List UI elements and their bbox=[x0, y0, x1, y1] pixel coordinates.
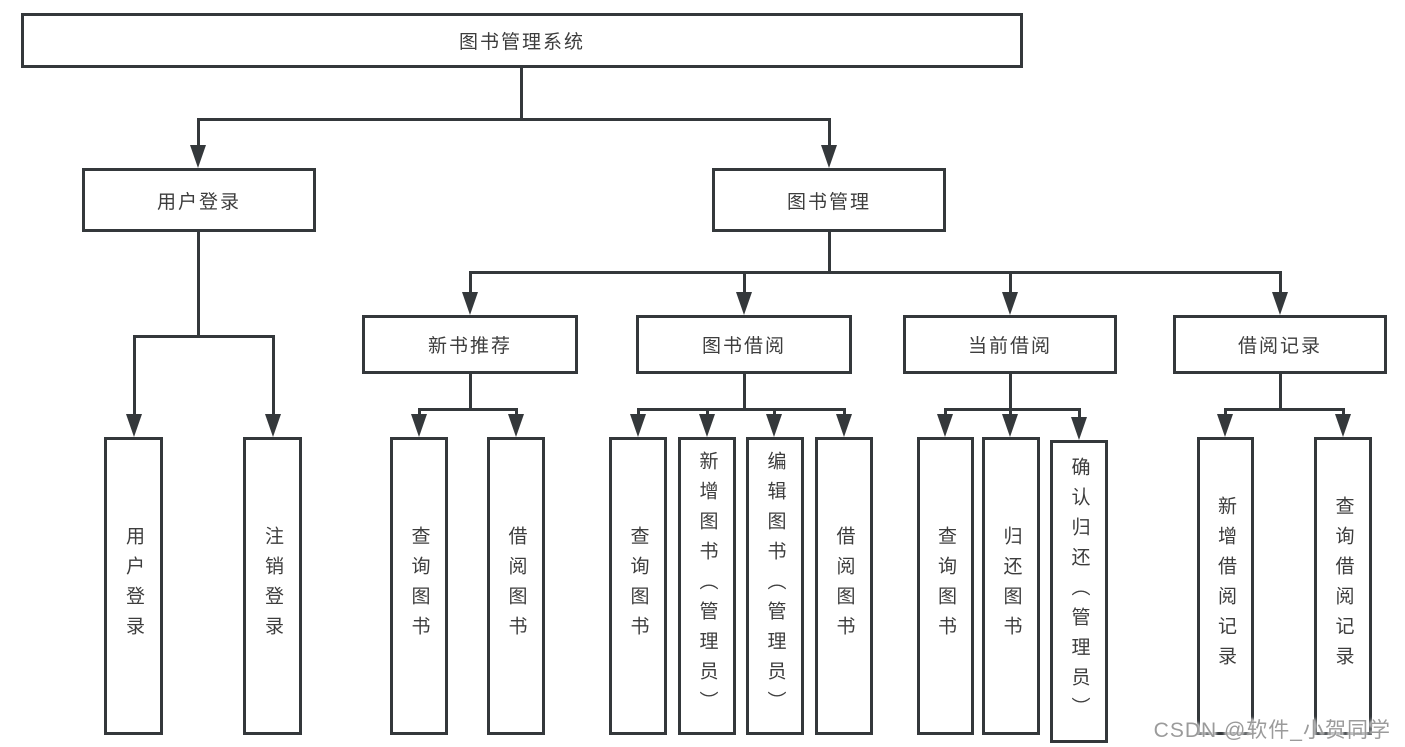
arrowhead-down-icon bbox=[821, 145, 837, 168]
node-borrowing-records: 借阅记录 bbox=[1173, 315, 1387, 374]
node-bb-query-books: 查询图书 bbox=[609, 437, 667, 735]
node-label: 用户登录 bbox=[123, 526, 144, 646]
arrowhead-down-icon bbox=[462, 292, 478, 315]
arrowhead-down-icon bbox=[699, 414, 715, 437]
node-book-mgmt-module: 图书管理 bbox=[712, 168, 946, 232]
node-br-add-record: 新增借阅记录 bbox=[1197, 437, 1254, 735]
node-label: 当前借阅 bbox=[967, 336, 1052, 357]
connector-drop bbox=[1009, 271, 1012, 305]
connector-bar bbox=[418, 408, 518, 411]
connector-bar bbox=[469, 271, 1282, 274]
node-label: 归还图书 bbox=[1000, 526, 1022, 646]
connector-drop bbox=[1279, 271, 1282, 305]
connector-drop bbox=[469, 271, 472, 305]
node-bb-add-book-admin: 新增图书（管理员） bbox=[678, 437, 736, 735]
node-new-book-rec: 新书推荐 bbox=[362, 315, 578, 374]
connector-bar bbox=[133, 335, 275, 338]
arrowhead-down-icon bbox=[630, 414, 646, 437]
arrowhead-down-icon bbox=[1071, 417, 1087, 440]
node-label: 确认归还（管理员） bbox=[1068, 456, 1090, 727]
arrowhead-down-icon bbox=[126, 414, 142, 437]
node-user-login-module: 用户登录 bbox=[82, 168, 316, 232]
csdn-watermark: CSDN @软件_小贺同学 bbox=[1153, 719, 1391, 742]
node-rec-query-books: 查询图书 bbox=[390, 437, 448, 735]
node-label: 图书管理系统 bbox=[458, 32, 585, 53]
node-logout: 注销登录 bbox=[243, 437, 302, 735]
node-book-borrowing: 图书借阅 bbox=[636, 315, 852, 374]
node-label: 图书管理 bbox=[786, 191, 871, 213]
node-bb-edit-book-admin: 编辑图书（管理员） bbox=[746, 437, 804, 735]
node-label: 新增图书（管理员） bbox=[696, 451, 718, 721]
arrowhead-down-icon bbox=[508, 414, 524, 437]
node-label: 查询借阅记录 bbox=[1332, 496, 1354, 676]
connector-stem bbox=[1009, 374, 1012, 410]
arrowhead-down-icon bbox=[1272, 292, 1288, 315]
node-label: 借阅记录 bbox=[1237, 336, 1322, 357]
arrowhead-down-icon bbox=[1002, 414, 1018, 437]
arrowhead-down-icon bbox=[265, 414, 281, 437]
node-root: 图书管理系统 bbox=[21, 13, 1023, 68]
node-cb-confirm-return-admin: 确认归还（管理员） bbox=[1050, 440, 1108, 743]
connector-bar bbox=[197, 118, 831, 121]
arrowhead-down-icon bbox=[411, 414, 427, 437]
node-bb-borrow-books: 借阅图书 bbox=[815, 437, 873, 735]
node-label: 新增借阅记录 bbox=[1215, 496, 1236, 676]
node-label: 查询图书 bbox=[408, 526, 430, 646]
connector-drop bbox=[828, 118, 831, 158]
connector-bar bbox=[637, 408, 846, 411]
connector-drop bbox=[743, 271, 746, 305]
node-label: 注销登录 bbox=[262, 526, 283, 646]
arrowhead-down-icon bbox=[736, 292, 752, 315]
arrowhead-down-icon bbox=[1217, 414, 1233, 437]
connector-stem bbox=[828, 232, 831, 273]
arrowhead-down-icon bbox=[836, 414, 852, 437]
node-label: 借阅图书 bbox=[505, 526, 527, 646]
node-label: 查询图书 bbox=[627, 526, 649, 646]
node-user-login: 用户登录 bbox=[104, 437, 163, 735]
node-label: 查询图书 bbox=[935, 526, 956, 646]
node-rec-borrow-books: 借阅图书 bbox=[487, 437, 545, 735]
node-current-borrowing: 当前借阅 bbox=[903, 315, 1117, 374]
arrowhead-down-icon bbox=[937, 414, 953, 437]
arrowhead-down-icon bbox=[190, 145, 206, 168]
node-cb-return-books: 归还图书 bbox=[982, 437, 1040, 735]
connector-bar bbox=[1224, 408, 1345, 411]
connector-stem bbox=[1279, 374, 1282, 410]
node-label: 借阅图书 bbox=[833, 526, 855, 646]
node-cb-query-books: 查询图书 bbox=[917, 437, 974, 735]
connector-drop bbox=[272, 335, 275, 427]
connector-stem bbox=[197, 232, 200, 336]
node-label: 编辑图书（管理员） bbox=[764, 451, 786, 721]
node-label: 图书借阅 bbox=[701, 336, 786, 357]
node-label: 用户登录 bbox=[156, 191, 241, 213]
arrowhead-down-icon bbox=[1002, 292, 1018, 315]
arrowhead-down-icon bbox=[766, 414, 782, 437]
node-label: 新书推荐 bbox=[427, 336, 512, 357]
connector-stem bbox=[469, 374, 472, 410]
connector-drop bbox=[197, 118, 200, 158]
connector-drop bbox=[133, 335, 136, 427]
connector-stem bbox=[520, 68, 523, 120]
connector-bar bbox=[944, 408, 1081, 411]
node-br-query-record: 查询借阅记录 bbox=[1314, 437, 1372, 735]
connector-stem bbox=[743, 374, 746, 410]
arrowhead-down-icon bbox=[1335, 414, 1351, 437]
